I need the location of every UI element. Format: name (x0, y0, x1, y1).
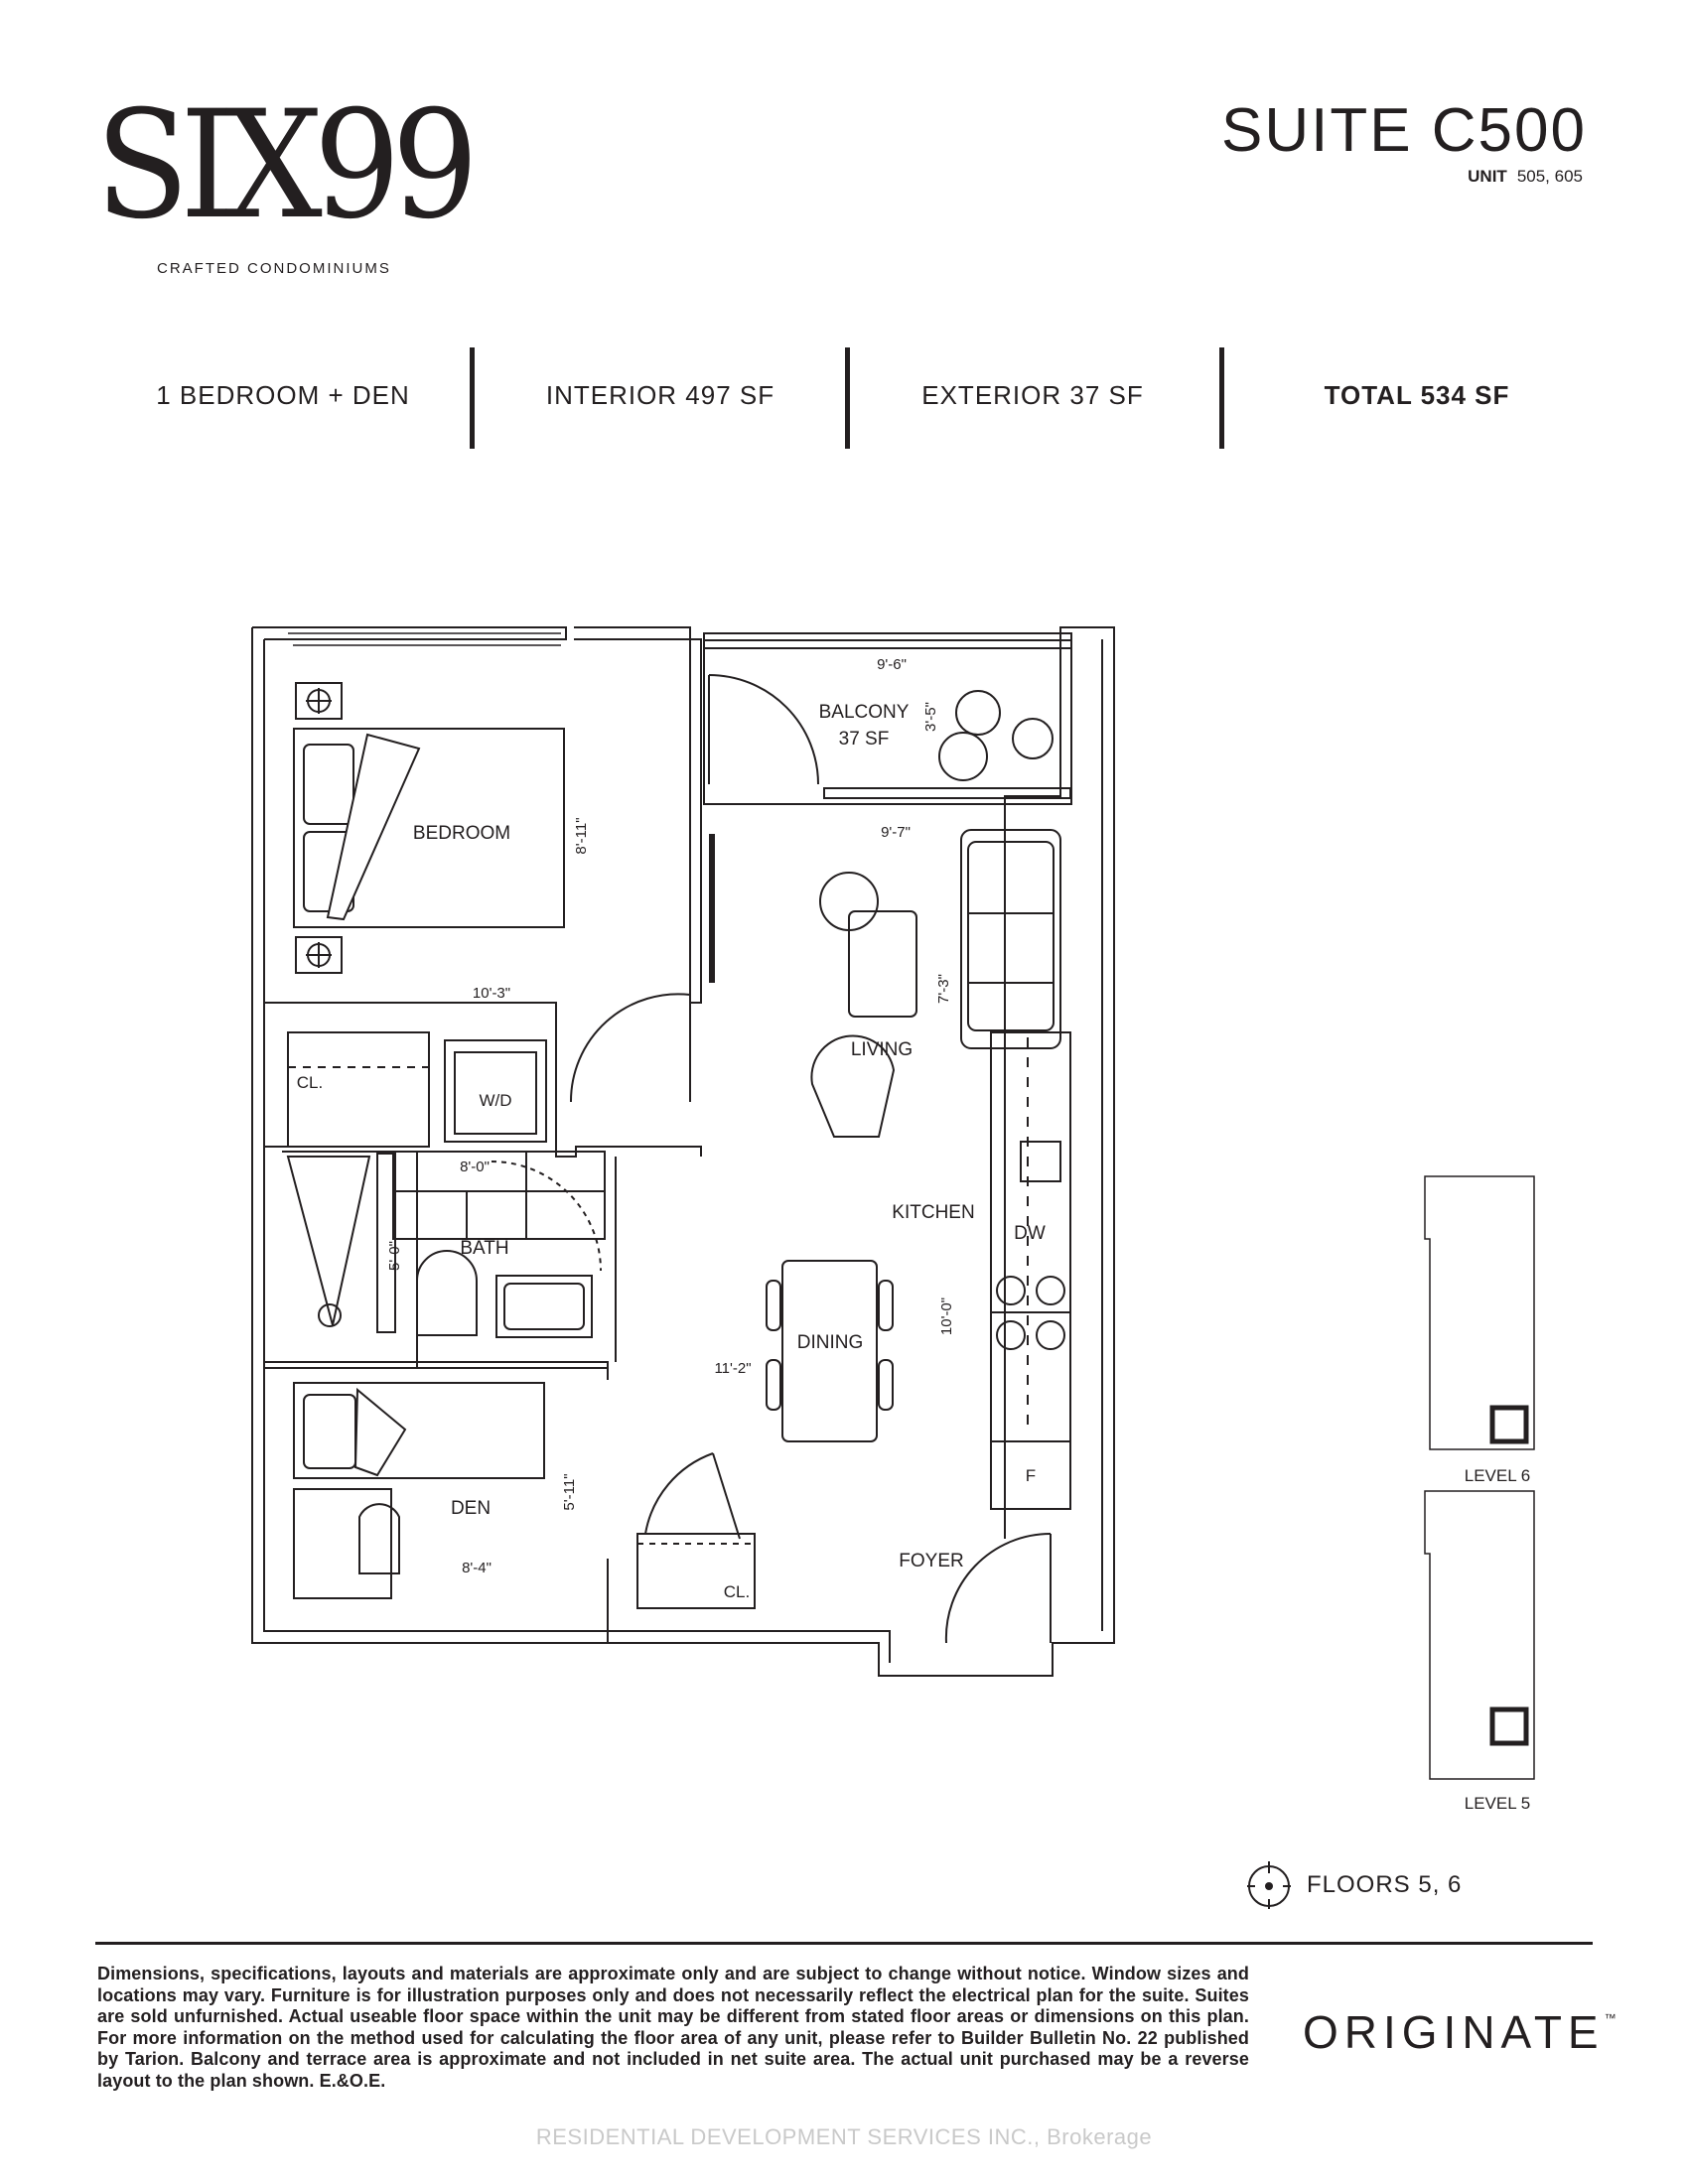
unit-label: UNIT (1468, 167, 1507, 186)
developer-name: ORIGINATE (1303, 2006, 1605, 2058)
room-label-kitchen: KITCHEN (892, 1202, 974, 1223)
disclaimer-text: Dimensions, specifications, layouts and … (97, 1964, 1249, 2091)
dim-bedroom-width: 10'-3" (473, 985, 510, 1002)
developer-logo: ORIGINATE™ (1303, 2005, 1617, 2059)
dim-kitchen-height: 10'-0" (938, 1297, 955, 1335)
room-label-foyer: FOYER (899, 1551, 963, 1571)
balcony-area: 37 SF (839, 729, 890, 750)
floors-label: FLOORS 5, 6 (1307, 1871, 1463, 1898)
dim-bath-height: 5'-0" (386, 1241, 403, 1271)
room-label-living: LIVING (851, 1039, 913, 1060)
interior-area: INTERIOR 497 SF (545, 380, 775, 410)
room-label-bath: BATH (460, 1238, 508, 1259)
suite-type: 1 BEDROOM + DEN (156, 380, 410, 410)
keyplan-level-6: LEVEL 6 (1465, 1466, 1530, 1485)
logo-wordmark: SIX99 (95, 79, 479, 252)
keyplan-level-5: LEVEL 5 (1465, 1794, 1530, 1813)
exterior-area: EXTERIOR 37 SF (921, 380, 1144, 410)
trademark-mark: ™ (1604, 2011, 1617, 2025)
room-label-dining: DINING (797, 1332, 864, 1353)
dim-bedroom-height: 8'-11" (573, 817, 590, 854)
compass-icon (1247, 1861, 1291, 1909)
logo-tagline: CRAFTED CONDOMINIUMS (157, 260, 391, 277)
dim-den-width: 8'-4" (462, 1560, 492, 1576)
dim-den-height: 5'-11" (561, 1473, 578, 1510)
appliance-fridge: F (1026, 1466, 1036, 1485)
total-area: TOTAL 534 SF (1324, 380, 1510, 410)
unit-values: 505, 605 (1516, 167, 1583, 186)
appliance-dishwasher: DW (1014, 1223, 1046, 1244)
stats-divider (1219, 347, 1224, 449)
dim-living-height: 7'-3" (935, 974, 952, 1004)
dim-balcony-height: 3'-5" (922, 702, 939, 732)
project-logo: SIX99 CRAFTED CONDOMINIUMS (95, 91, 512, 277)
room-label-bedroom: BEDROOM (413, 823, 510, 844)
stats-divider (845, 347, 850, 449)
brokerage-watermark: RESIDENTIAL DEVELOPMENT SERVICES INC., B… (535, 2124, 1153, 2149)
footer-divider (95, 1942, 1593, 1945)
room-label-balcony: BALCONY (819, 702, 910, 723)
dim-bath-width: 8'-0" (460, 1159, 490, 1175)
dim-dining-width: 11'-2" (714, 1360, 751, 1377)
room-label-closet: CL. (297, 1073, 323, 1092)
stats-divider (470, 347, 475, 449)
room-label-laundry: W/D (479, 1091, 511, 1110)
unit-numbers: UNIT 505, 605 (1468, 167, 1583, 187)
floors-indicator: FLOORS 5, 6 (1243, 1859, 1462, 1911)
room-label-den: DEN (451, 1498, 491, 1519)
dim-balcony-bottom: 9'-7" (881, 824, 911, 841)
suite-title: SUITE C500 (1220, 96, 1587, 165)
dim-balcony-top: 9'-6" (877, 656, 907, 673)
room-label-closet-foyer: CL. (724, 1582, 750, 1601)
